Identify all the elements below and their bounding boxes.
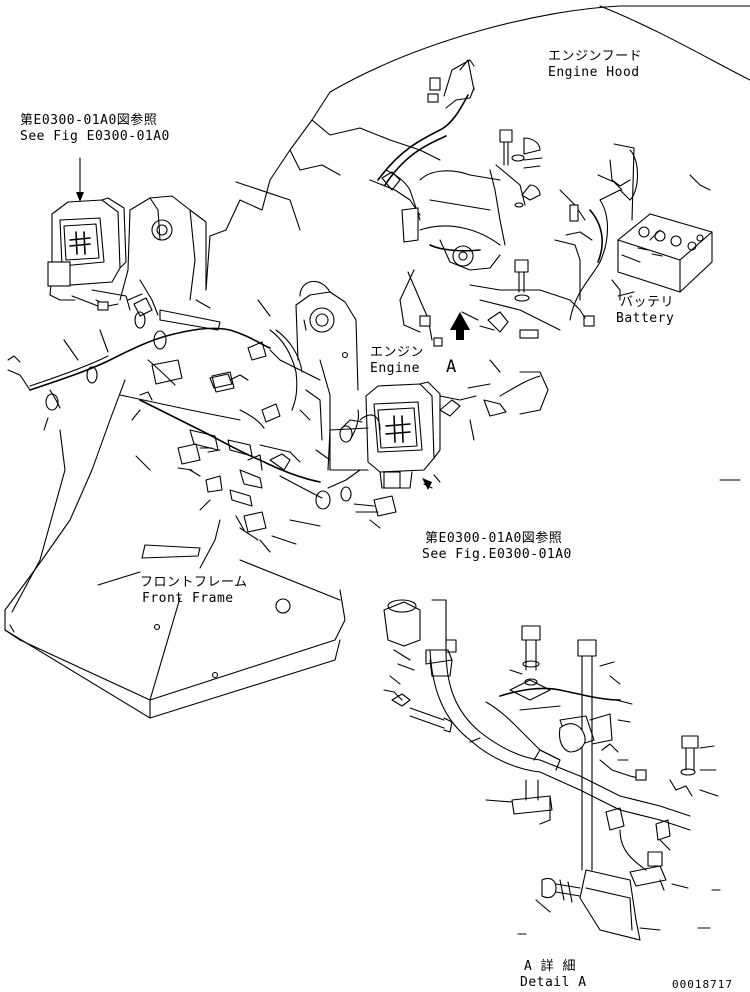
engine-hood-outline: [205, 5, 750, 481]
label-leaders: [76, 157, 635, 701]
detail-a: [383, 599, 721, 941]
front-frame: [4, 195, 359, 719]
drawing-number: 00018717: [672, 978, 733, 991]
engine-hood-label-en: Engine Hood: [548, 65, 640, 80]
ref-top-label-en: See Fig E0300-01A0: [20, 129, 170, 144]
right-work-lamp: [327, 381, 441, 489]
engine-hood-label-jp: エンジンフード: [548, 49, 642, 64]
lamp-lens-grid: [69, 231, 91, 255]
battery: [617, 213, 713, 293]
front-frame-label-jp: フロントフレーム: [140, 575, 248, 590]
view-a-letter: A: [446, 357, 457, 377]
engine-harness-main: [369, 59, 711, 347]
front-harness: [7, 293, 549, 553]
ref-mid-label-jp: 第E0300-01A0図参照: [425, 530, 562, 546]
battery-label-en: Battery: [616, 311, 674, 326]
engine-label-en: Engine: [370, 361, 420, 376]
left-work-lamp: [47, 197, 159, 316]
engine-label-jp: エンジン: [370, 345, 424, 360]
battery-label-jp: バッテリ: [620, 295, 674, 310]
ref-mid-label-en: See Fig.E0300-01A0: [422, 547, 572, 562]
detail-a-label-en: Detail A: [520, 975, 587, 990]
lamp-lens-grid-2: [385, 415, 411, 443]
front-frame-label-en: Front Frame: [142, 591, 234, 606]
ref-top-label-jp: 第E0300-01A0図参照: [20, 112, 157, 128]
callout-labels: エンジンフード Engine Hood 第E0300-01A0図参照 See F…: [20, 49, 733, 991]
detail-a-label-jp: A 詳 細: [524, 958, 576, 974]
